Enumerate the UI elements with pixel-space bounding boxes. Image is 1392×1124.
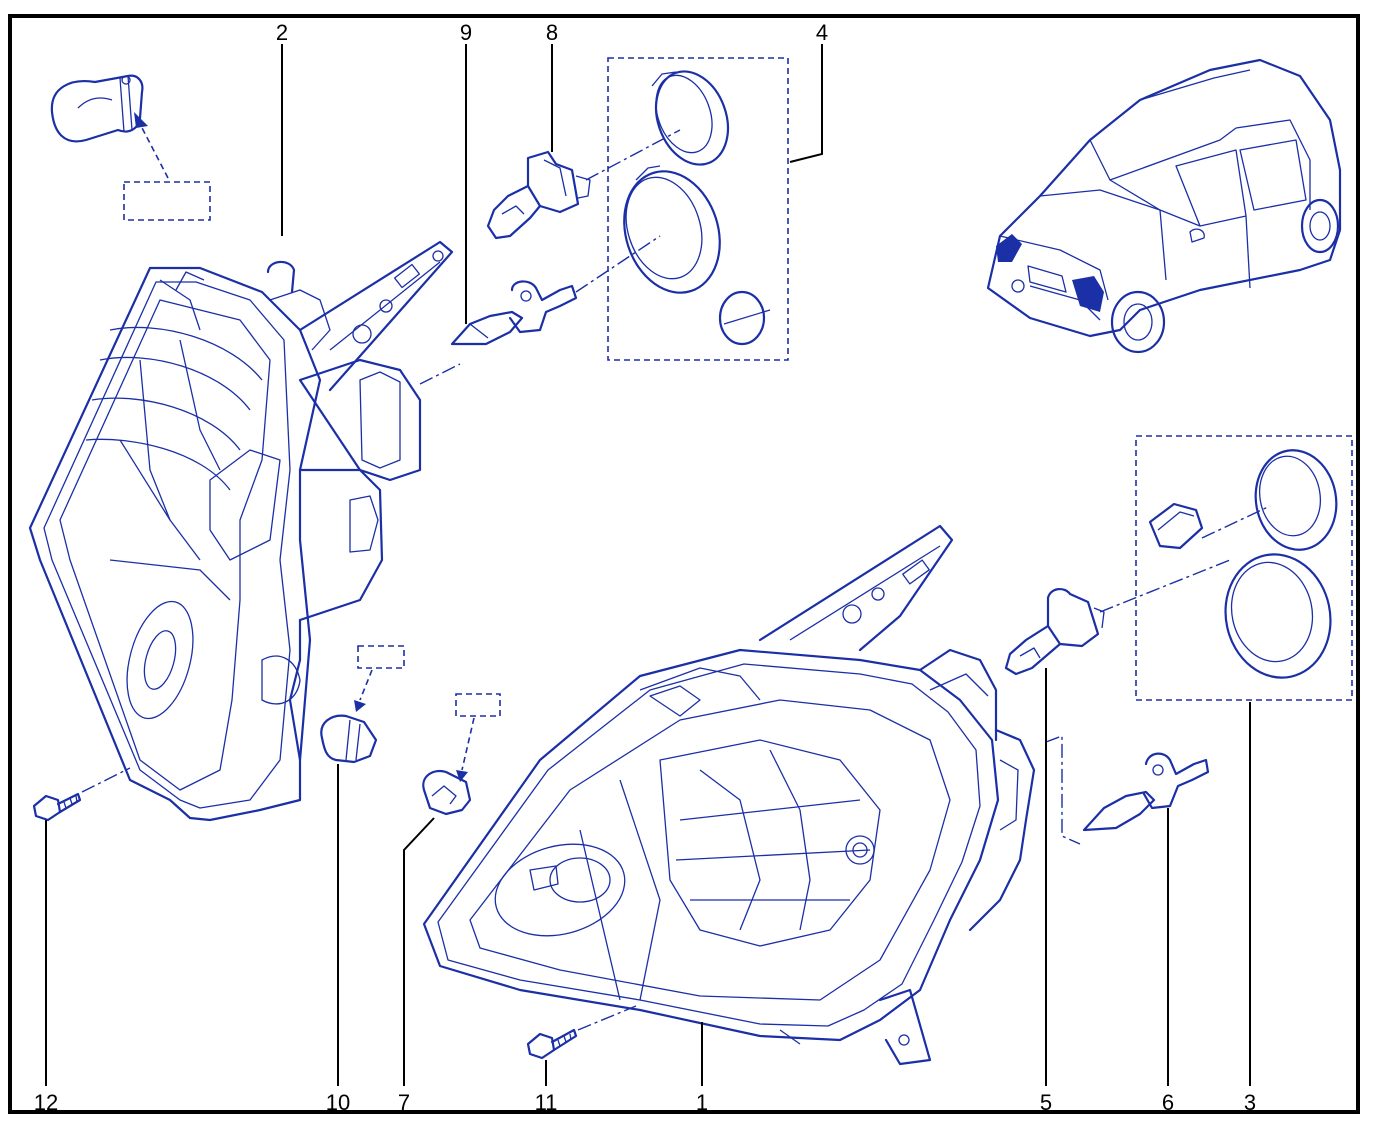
bulb-8-axis bbox=[585, 129, 681, 181]
screw-12 bbox=[32, 792, 82, 822]
bulb-fit-arrow-line bbox=[139, 123, 169, 179]
bulb-fit-arrowhead bbox=[134, 112, 148, 128]
group3-axis-lower bbox=[1099, 559, 1231, 613]
callout-8: 8 bbox=[546, 20, 558, 45]
cover-small-cap bbox=[718, 290, 771, 346]
bulb-10-arrowhead bbox=[354, 700, 366, 712]
connector-cap-group-3 bbox=[1148, 502, 1204, 550]
leader-7 bbox=[403, 817, 435, 1086]
socket-placeholder-top-left bbox=[123, 181, 211, 221]
callout-12: 12 bbox=[34, 1090, 58, 1115]
bulb-7-fit-line bbox=[461, 717, 475, 771]
screw-11 bbox=[526, 1028, 578, 1060]
callout-4: 4 bbox=[816, 20, 828, 45]
cover-lower bbox=[623, 165, 721, 294]
socket-placeholder-10 bbox=[357, 645, 405, 669]
screw-11-axis bbox=[577, 1005, 637, 1031]
callout-5: 5 bbox=[1040, 1090, 1052, 1115]
bulb-h1-6 bbox=[1082, 752, 1210, 832]
cover-upper bbox=[651, 70, 730, 166]
callout-6: 6 bbox=[1162, 1090, 1174, 1115]
bulb-h7-8 bbox=[486, 150, 591, 240]
socket-placeholder-7 bbox=[455, 693, 501, 717]
car-illustration bbox=[986, 58, 1342, 354]
callout-7: 7 bbox=[398, 1090, 410, 1115]
cover-right-upper bbox=[1254, 449, 1338, 551]
callout-3: 3 bbox=[1244, 1090, 1256, 1115]
bulb-9-axis bbox=[575, 235, 661, 293]
bulb-7 bbox=[422, 769, 472, 816]
callout-10: 10 bbox=[326, 1090, 350, 1115]
bulb-6-axis bbox=[1045, 734, 1081, 845]
callout-2: 2 bbox=[276, 20, 288, 45]
group3-axis-upper bbox=[1201, 505, 1271, 539]
cover-group-4-box bbox=[607, 57, 789, 361]
headlamp-main-lower bbox=[422, 524, 1036, 1066]
bulb-h7-5 bbox=[1004, 588, 1105, 676]
callout-9: 9 bbox=[460, 20, 472, 45]
diagram-frame bbox=[8, 14, 1360, 1114]
headlamp-left-upper bbox=[28, 240, 454, 822]
callout-11: 11 bbox=[535, 1090, 558, 1115]
bulb-10 bbox=[320, 714, 378, 764]
callout-1: 1 bbox=[696, 1090, 708, 1115]
connector-axis bbox=[419, 363, 461, 385]
cover-right-lower bbox=[1224, 553, 1332, 679]
side-bulb-top-left bbox=[50, 74, 144, 143]
leader-4 bbox=[789, 44, 823, 163]
screw-12-axis bbox=[81, 767, 131, 793]
bulb-h1-9 bbox=[450, 280, 578, 346]
bulb-10-fit-line bbox=[359, 669, 373, 701]
